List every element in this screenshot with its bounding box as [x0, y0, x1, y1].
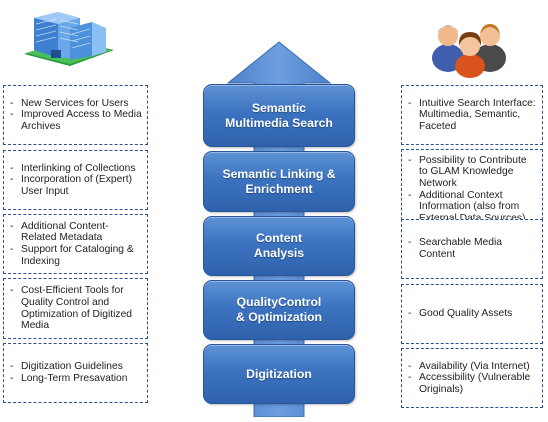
list-item: Incorporation of (Expert) User Input [10, 174, 143, 197]
list-item: New Services for Users [10, 98, 143, 110]
list-item: Support for Cataloging & Indexing [10, 244, 143, 267]
list-item: Cost-Efficient Tools for Quality Control… [10, 285, 143, 331]
list-item: Accessibility (Vulnerable Originals) [408, 372, 538, 395]
list-item: Good Quality Assets [408, 308, 538, 320]
list-item: Additional Content-Related Metadata [10, 221, 143, 244]
left-box-digitization: Digitization Guidelines Long-Term Presav… [3, 343, 148, 403]
right-box-knowledge-network: Possibility to Contribute to GLAM Knowle… [401, 149, 543, 230]
right-box-searchable-content: Searchable Media Content [401, 219, 543, 279]
user-group-icon [428, 6, 514, 78]
right-box-quality-assets: Good Quality Assets [401, 284, 543, 344]
stage-semantic-linking-enrichment: Semantic Linking & Enrichment [203, 151, 355, 212]
list-item: Possibility to Contribute to GLAM Knowle… [408, 155, 538, 190]
right-box-search-interface: Intuitive Search Interface: Multimedia, … [401, 85, 543, 145]
stage-semantic-multimedia-search: Semantic Multimedia Search [203, 84, 355, 147]
right-box-availability: Availability (Via Internet) Accessibilit… [401, 348, 543, 408]
stage-content-analysis: Content Analysis [203, 216, 355, 276]
list-item: Availability (Via Internet) [408, 361, 538, 373]
list-item: Intuitive Search Interface: Multimedia, … [408, 98, 538, 133]
list-item: Improved Access to Media Archives [10, 109, 143, 132]
left-box-services: New Services for Users Improved Access t… [3, 85, 148, 145]
list-item: Long-Term Presavation [10, 373, 143, 385]
list-item: Additional Context Information (also fro… [408, 190, 538, 225]
list-item: Interlinking of Collections [10, 163, 143, 175]
stage-digitization: Digitization [203, 344, 355, 404]
list-item: Digitization Guidelines [10, 361, 143, 373]
list-item: Searchable Media Content [408, 237, 538, 260]
left-box-interlinking: Interlinking of Collections Incorporatio… [3, 150, 148, 210]
left-box-metadata: Additional Content-Related Metadata Supp… [3, 214, 148, 274]
left-box-quality-tools: Cost-Efficient Tools for Quality Control… [3, 278, 148, 339]
office-building-icon [18, 4, 118, 68]
stage-quality-control-optimization: QualityControl & Optimization [203, 280, 355, 340]
